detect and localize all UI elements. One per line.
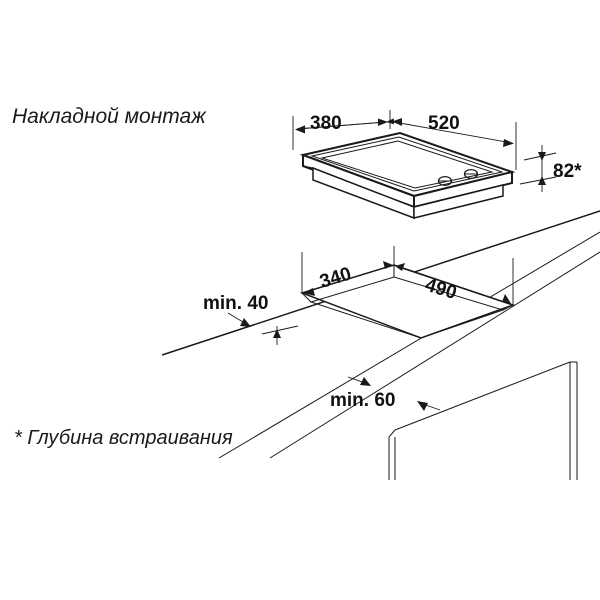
cabinet-top-rail	[394, 361, 571, 431]
heading-label: Накладной монтаж	[12, 105, 207, 128]
cooktop-top-bevel	[310, 136, 504, 192]
control-symbol-icon	[463, 168, 479, 180]
cooktop-appliance	[299, 131, 516, 220]
dimension-520: 520	[392, 113, 514, 147]
cooktop-edge-a	[302, 165, 314, 169]
countertop-underside-edge	[269, 251, 600, 459]
dimension-82-label: 82*	[553, 161, 582, 182]
dimension-min-60: min. 60	[330, 376, 441, 411]
min40-ext-line	[261, 325, 299, 335]
dimension-380-label: 380	[310, 113, 342, 134]
ext-line-82-bottom	[519, 176, 557, 185]
dimension-min-60-label: min. 60	[330, 390, 395, 411]
control-symbol-icon	[437, 175, 453, 187]
cutout-corner-depth-left	[301, 292, 312, 303]
dimension-min-40-label: min. 40	[203, 293, 268, 314]
footnote-label: * Глубина встраивания	[14, 427, 233, 449]
cutout-corner-depth-right	[502, 304, 514, 311]
dimension-520-label: 520	[428, 113, 460, 134]
countertop-front-edge-lower	[218, 231, 600, 459]
bottom-crop-mask	[0, 480, 600, 600]
dimension-min-40: min. 40	[203, 293, 299, 345]
countertop	[161, 210, 600, 459]
cooktop-edge-b	[502, 182, 513, 186]
cabinet-left-top-chamfer	[388, 429, 396, 438]
dimension-82: 82*	[519, 145, 582, 192]
dimension-380: 380	[295, 113, 395, 134]
cooktop-body-right	[413, 184, 504, 219]
cooktop-glass-zone	[320, 140, 494, 189]
